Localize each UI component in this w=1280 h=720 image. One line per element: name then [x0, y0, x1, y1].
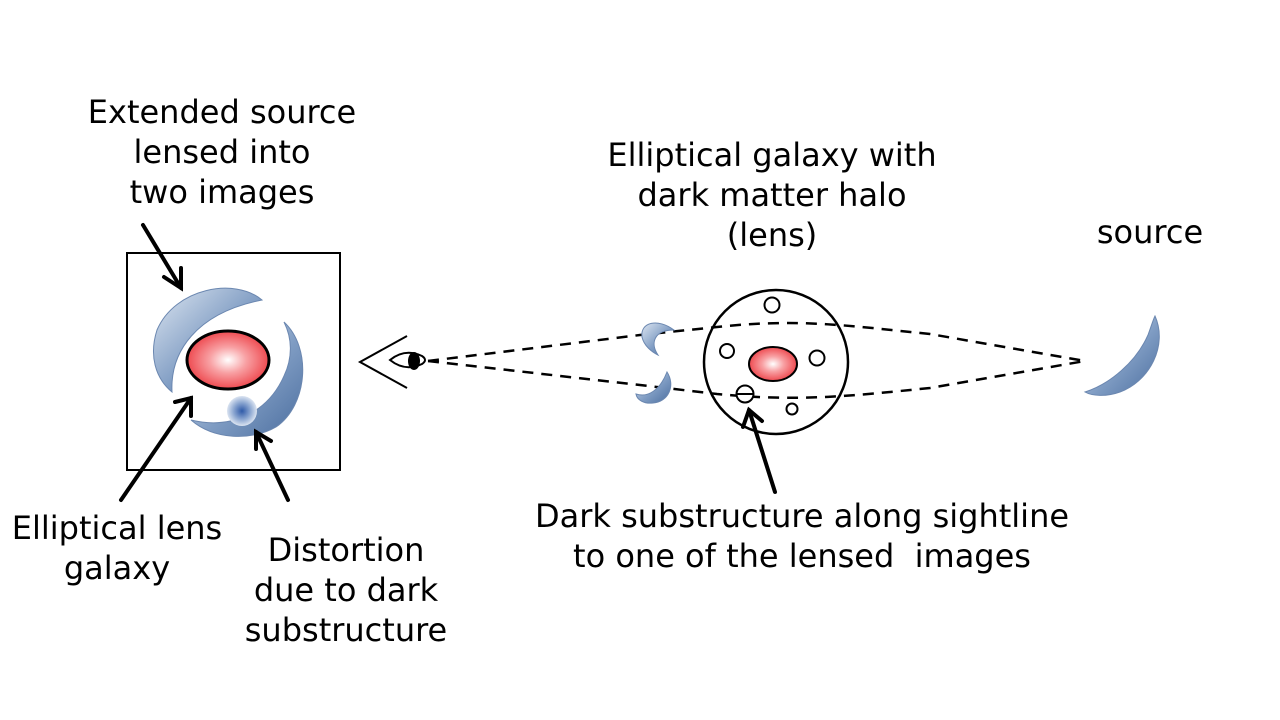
light-paths — [427, 321, 1086, 400]
label-line: (lens) — [726, 216, 818, 254]
label-extended-source: Extended source lensed into two images — [62, 92, 382, 212]
label-line: Elliptical lens — [11, 509, 223, 547]
subhalo — [763, 296, 781, 314]
label-line: substructure — [244, 611, 448, 649]
arrow-dark-substructure — [741, 406, 777, 494]
label-source: source — [1070, 212, 1230, 252]
label-line: source — [1096, 213, 1204, 251]
apparent-lower-image-arc — [635, 370, 672, 404]
source-arc — [1083, 314, 1160, 396]
arrow-distortion — [254, 428, 290, 502]
lower-light-path — [427, 359, 1086, 400]
upper-lensed-arc — [153, 287, 264, 394]
label-elliptical-lens: Elliptical lens galaxy — [0, 508, 234, 588]
lens-halo — [702, 288, 850, 436]
label-dark-substructure: Dark substructure along sightline to one… — [512, 496, 1092, 576]
lens-galaxy-image — [185, 329, 271, 391]
apparent-upper-image-arc — [641, 322, 676, 357]
label-line: Dark substructure along sightline — [534, 497, 1070, 535]
observer-eye-icon — [357, 335, 426, 389]
subhalo — [808, 349, 826, 367]
label-distortion: Distortion due to dark substructure — [226, 530, 466, 650]
substructure-distortion-blob — [227, 396, 257, 426]
label-line: Elliptical galaxy with — [607, 136, 937, 174]
label-line: to one of the lensed images — [573, 537, 1031, 575]
subhalo — [719, 343, 735, 359]
lower-lensed-arc — [190, 321, 304, 437]
dark-matter-halo — [702, 288, 850, 436]
arrow-extended-source — [141, 223, 183, 292]
label-line: two images — [129, 173, 315, 211]
upper-light-path — [427, 321, 1086, 363]
lens-galaxy — [748, 346, 798, 382]
subhalo — [785, 402, 799, 416]
label-elliptical-galaxy: Elliptical galaxy with dark matter halo … — [582, 135, 962, 255]
label-line: lensed into — [133, 133, 311, 171]
label-line: galaxy — [63, 549, 171, 587]
observed-image-panel — [126, 252, 341, 471]
label-line: dark matter halo — [637, 176, 907, 214]
label-line: Extended source — [87, 93, 357, 131]
arrow-elliptical-lens — [119, 395, 193, 502]
observed-frame — [126, 252, 341, 471]
label-line: due to dark — [253, 571, 439, 609]
label-line: Distortion — [267, 531, 425, 569]
